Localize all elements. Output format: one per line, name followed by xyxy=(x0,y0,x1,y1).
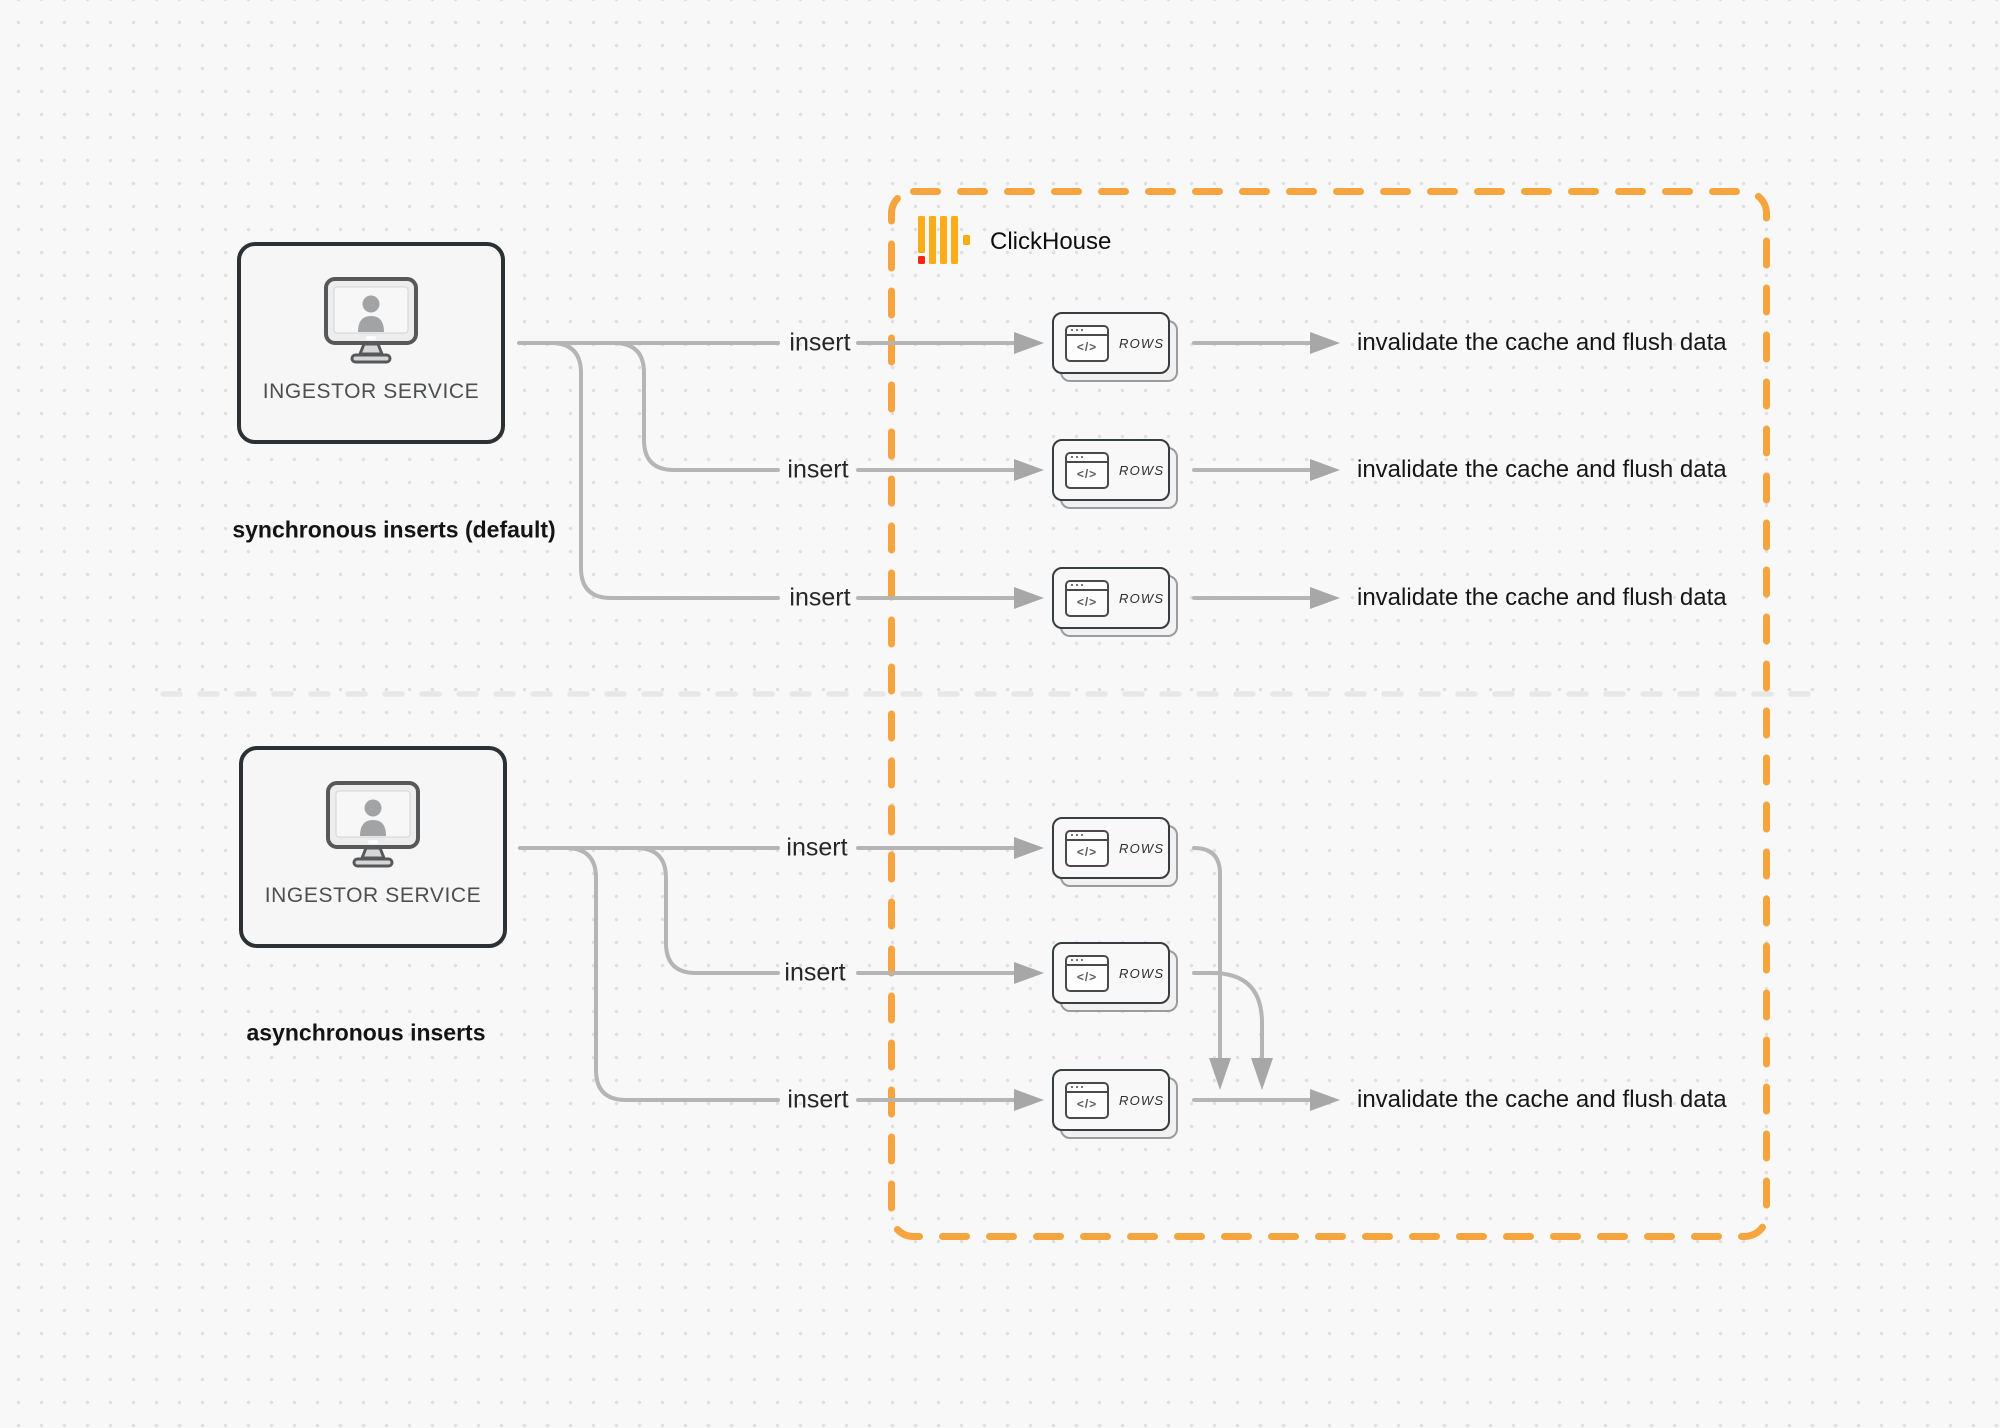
rows-label: ROWS xyxy=(1119,840,1165,856)
clickhouse-boundary xyxy=(888,188,1770,1240)
insert-edge-label: insert xyxy=(784,958,846,987)
sync-arrowheads xyxy=(1014,332,1340,609)
rows-node-card: </> ROWS xyxy=(1052,942,1170,1004)
caption-asynchronous: asynchronous inserts xyxy=(246,1019,486,1046)
code-glyph: </> xyxy=(1076,339,1098,354)
invalidate-outcome-label: invalidate the cache and flush data xyxy=(1357,329,1727,356)
code-window-icon: </> xyxy=(1065,1081,1109,1119)
insert-edge-label: insert xyxy=(789,328,851,357)
rows-node: </> ROWS xyxy=(1052,1069,1184,1143)
invalidate-outcome-label: invalidate the cache and flush data xyxy=(1357,1086,1727,1113)
rows-label: ROWS xyxy=(1119,590,1165,606)
rows-label: ROWS xyxy=(1119,965,1165,981)
monitor-user-icon xyxy=(326,781,420,868)
rows-node: </> ROWS xyxy=(1052,817,1184,891)
code-glyph: </> xyxy=(1076,1096,1098,1111)
rows-label: ROWS xyxy=(1119,335,1165,351)
ingestor-service-node-async: INGESTOR SERVICE xyxy=(239,746,507,948)
code-glyph: </> xyxy=(1076,594,1098,609)
ingestor-service-node-sync: INGESTOR SERVICE xyxy=(237,242,505,444)
rows-node-card: </> ROWS xyxy=(1052,312,1170,374)
code-glyph: </> xyxy=(1076,969,1098,984)
monitor-user-icon xyxy=(324,277,418,364)
insert-edge-label: insert xyxy=(787,1085,849,1114)
code-window-icon: </> xyxy=(1065,954,1109,992)
insert-edge-label: insert xyxy=(789,583,851,612)
rows-node-card: </> ROWS xyxy=(1052,567,1170,629)
rows-node-card: </> ROWS xyxy=(1052,1069,1170,1131)
rows-label: ROWS xyxy=(1119,462,1165,478)
code-window-icon: </> xyxy=(1065,451,1109,489)
insert-edge-label: insert xyxy=(787,455,849,484)
rows-label: ROWS xyxy=(1119,1092,1165,1108)
ingestor-service-label: INGESTOR SERVICE xyxy=(262,380,480,403)
rows-node-card: </> ROWS xyxy=(1052,817,1170,879)
rows-node: </> ROWS xyxy=(1052,439,1184,513)
code-window-icon: </> xyxy=(1065,829,1109,867)
rows-node: </> ROWS xyxy=(1052,312,1184,386)
sync-insert-lines xyxy=(517,341,1312,600)
clickhouse-logo-icon xyxy=(918,216,970,264)
rows-node: </> ROWS xyxy=(1052,942,1184,1016)
rows-node: </> ROWS xyxy=(1052,567,1184,641)
code-window-icon: </> xyxy=(1065,324,1109,362)
invalidate-outcome-label: invalidate the cache and flush data xyxy=(1357,584,1727,611)
code-window-icon: </> xyxy=(1065,579,1109,617)
caption-synchronous: synchronous inserts (default) xyxy=(232,516,556,543)
invalidate-outcome-label: invalidate the cache and flush data xyxy=(1357,456,1727,483)
async-arrowheads xyxy=(1014,837,1340,1111)
async-insert-lines xyxy=(518,846,1312,1102)
code-glyph: </> xyxy=(1076,844,1098,859)
code-glyph: </> xyxy=(1076,466,1098,481)
clickhouse-wordmark: ClickHouse xyxy=(990,228,1112,255)
ingestor-service-label: INGESTOR SERVICE xyxy=(264,884,482,907)
insert-edge-label: insert xyxy=(786,833,848,862)
rows-node-card: </> ROWS xyxy=(1052,439,1170,501)
